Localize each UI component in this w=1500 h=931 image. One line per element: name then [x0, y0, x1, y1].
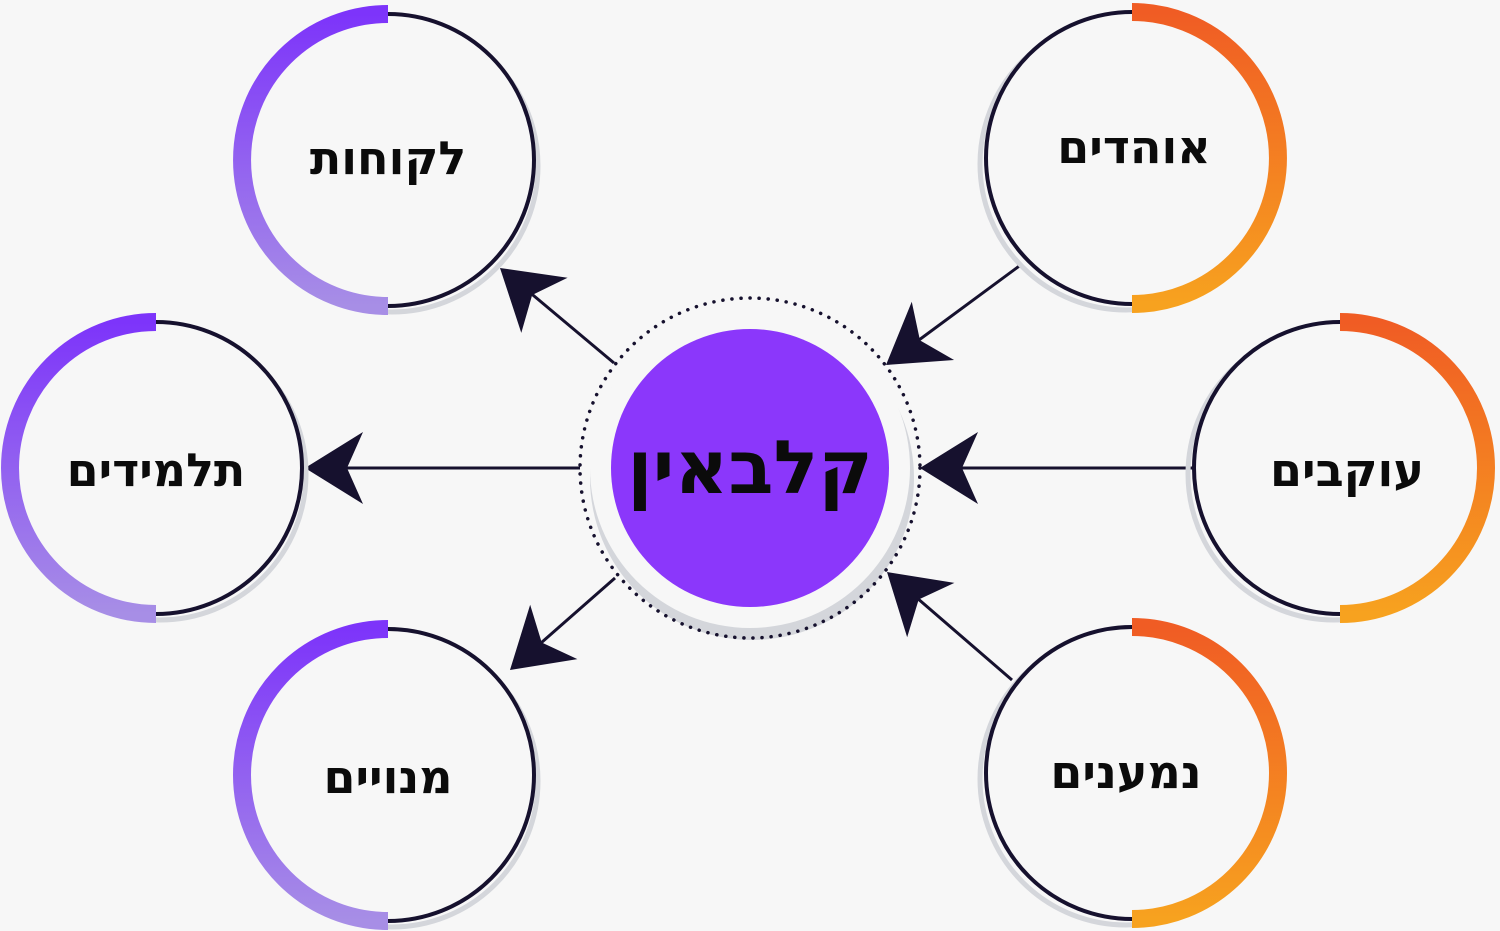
center-hub	[578, 296, 922, 640]
node-label-lakohot: לקוחות	[309, 131, 467, 185]
node-accent-arc	[233, 5, 389, 315]
arrowhead-ohadim	[886, 301, 955, 365]
node-label-talmidim: תלמידים	[66, 443, 246, 497]
arrowhead-talmidim	[305, 432, 363, 504]
arrowhead-nimanim	[887, 572, 955, 638]
arrowhead-lakohot	[500, 268, 568, 333]
node-label-ohadim: אוהדים	[1057, 120, 1211, 174]
arrowhead-okvim	[920, 432, 978, 504]
node-label-okvim: עוקבים	[1270, 443, 1424, 497]
node-okvim	[1185, 313, 1495, 623]
connector-ohadim	[899, 262, 1023, 356]
node-lakohot	[233, 5, 541, 315]
node-ohadim	[977, 3, 1287, 313]
connector-group	[305, 262, 1193, 682]
node-accent-arc	[1339, 313, 1495, 623]
node-talmidim	[1, 313, 309, 623]
node-menuyim	[233, 620, 541, 930]
node-nimanim	[977, 618, 1287, 928]
node-accent-arc	[1131, 3, 1287, 313]
center-hub-dotted-ring	[578, 296, 922, 640]
node-accent-arc	[233, 620, 389, 930]
arrowhead-menuyim	[510, 604, 578, 670]
connector-nimanim	[901, 583, 1013, 682]
center-hub-label: קלבאין	[627, 425, 873, 511]
node-label-nimanim: נמענים	[1050, 745, 1202, 799]
node-label-menuyim: מנויים	[323, 750, 453, 804]
node-accent-arc	[1131, 618, 1287, 928]
node-accent-arc	[1, 313, 157, 623]
center-hub-disc	[611, 329, 889, 607]
